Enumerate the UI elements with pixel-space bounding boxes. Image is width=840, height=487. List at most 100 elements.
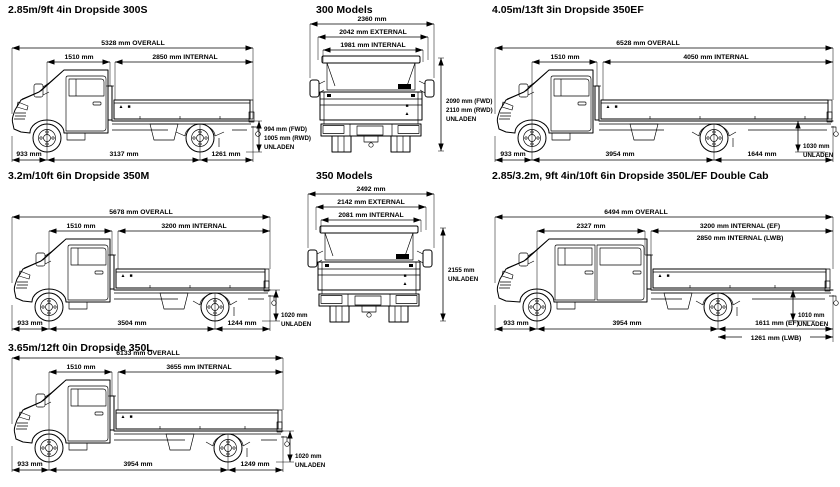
diagram-dropside-350m: 3.2m/10ft 6in Dropside 350M ▲ ■ 5678 m xyxy=(8,170,312,332)
load-height-note-label: UNLADEN xyxy=(264,144,295,151)
truck-side-view: ▲ ■ xyxy=(11,69,261,153)
dim-label-internal: 3200 mm INTERNAL xyxy=(161,223,226,230)
diagram-title: 2.85/3.2m, 9ft 4in/10ft 6in Dropside 350… xyxy=(492,170,769,182)
dimension-load-height: 1030 mm UNLADEN xyxy=(795,121,834,159)
dim-label-cab: 1510 mm xyxy=(66,364,95,371)
dim-label-rear-overhang-ef: 1611 mm (EF) xyxy=(755,320,799,327)
dim-label-front-overhang: 933 mm xyxy=(500,151,525,158)
dim-label-cab: 1510 mm xyxy=(66,223,95,230)
height-label: 2155 mm xyxy=(448,267,475,274)
diagram-350-models-rear: 350 Models 2492 mm 2142 mm EXTERNAL 2081… xyxy=(307,170,479,323)
load-marker-square-icon: ■ xyxy=(129,273,132,279)
load-height-label: 1020 mm xyxy=(295,453,322,460)
dimension-load-height: 994 mm (FWD) 1005 mm (RWD) UNLADEN xyxy=(256,121,311,152)
dimension-cab: 1510 mm xyxy=(49,364,112,375)
dimension-load-height: 1020 mm UNLADEN xyxy=(273,290,312,328)
diagram-title: 4.05m/13ft 3in Dropside 350EF xyxy=(492,4,644,16)
dimension-wheelbase: 3504 mm xyxy=(49,320,215,332)
diagram-title: 3.65m/12ft 0in Dropside 350L xyxy=(8,342,153,354)
extension-lines xyxy=(494,217,834,342)
load-height-note-label: UNLADEN xyxy=(798,321,829,328)
dimension-wheelbase: 3954 mm xyxy=(49,461,228,473)
truck-side-view: ▲ ■ xyxy=(13,238,277,322)
dimension-internal: 3200 mm INTERNAL (EF) 2850 mm INTERNAL (… xyxy=(651,223,833,242)
dimension-internal: 3655 mm INTERNAL xyxy=(118,364,283,375)
dimension-front-overhang: 933 mm xyxy=(495,320,537,332)
dimension-front-overhang: 933 mm xyxy=(12,151,47,163)
dimension-overall: 5678 mm OVERALL xyxy=(12,209,270,220)
dim-label-wheelbase: 3954 mm xyxy=(612,320,641,327)
dimension-overall: 5328 mm OVERALL xyxy=(12,40,253,51)
load-height-note-label: UNLADEN xyxy=(281,321,312,328)
dim-label-overall: 6494 mm OVERALL xyxy=(604,209,667,216)
dim-label-rear-overhang: 1644 mm xyxy=(747,151,776,158)
dim-label-wheelbase: 3954 mm xyxy=(605,151,634,158)
dimension-internal: 3200 mm INTERNAL xyxy=(118,223,270,234)
dim-label-front-overhang: 933 mm xyxy=(17,320,42,327)
dimension-external-width: 2142 mm EXTERNAL xyxy=(316,199,426,210)
dimension-internal-width: 2081 mm INTERNAL xyxy=(321,212,421,223)
dim-label-wheelbase: 3954 mm xyxy=(123,461,152,468)
dimension-cab: 2327 mm xyxy=(537,223,645,234)
truck-rear-view xyxy=(307,225,433,323)
dimension-internal: 4050 mm INTERNAL xyxy=(603,54,833,65)
load-marker-square-icon: ■ xyxy=(614,104,617,110)
dim-label-cab: 1510 mm xyxy=(64,54,93,61)
height-rwd-label: 2110 mm (RWD) xyxy=(446,107,493,114)
dimension-rear-overhang: 1261 mm xyxy=(200,151,253,163)
dim-label-internal: 4050 mm INTERNAL xyxy=(683,54,748,61)
dimension-internal-width: 1981 mm INTERNAL xyxy=(323,42,423,53)
dim-label-overall: 5328 mm OVERALL xyxy=(101,40,164,47)
load-marker-triangle-icon: ▲ xyxy=(119,104,124,110)
dimension-cab: 1510 mm xyxy=(532,54,597,65)
dimension-height: 2155 mm UNLADEN xyxy=(440,228,479,321)
dim-label-internal: 3655 mm INTERNAL xyxy=(166,364,231,371)
diagram-dropside-350ef: 4.05m/13ft 3in Dropside 350EF ▲ ■ 6528 xyxy=(492,4,839,163)
load-marker-triangle-icon: ▲ xyxy=(121,414,126,420)
dim-label-external-width: 2042 mm EXTERNAL xyxy=(339,29,407,36)
truck-side-view: ▲ ■ xyxy=(13,379,290,463)
dim-label-wheelbase: 3137 mm xyxy=(109,151,138,158)
diagram-300-models-rear: 300 Models 2360 mm 2042 mm EXTERNAL 1981… xyxy=(309,4,493,153)
load-marker-square-icon: ■ xyxy=(129,414,132,420)
load-marker-square-icon: ■ xyxy=(127,104,130,110)
dimension-front-overhang: 933 mm xyxy=(12,320,49,332)
load-height-note-label: UNLADEN xyxy=(295,462,326,469)
dimension-load-height: 1020 mm UNLADEN xyxy=(287,431,326,469)
dim-label-internal-width: 1981 mm INTERNAL xyxy=(340,42,405,49)
load-marker-triangle-icon: ▲ xyxy=(121,273,126,279)
load-marker-square-icon: ■ xyxy=(666,273,669,279)
dimension-internal: 2850 mm INTERNAL xyxy=(115,54,253,65)
truck-side-view: ▲ ■ xyxy=(496,238,839,322)
height-note-label: UNLADEN xyxy=(446,116,477,123)
dim-label-overall-width: 2492 mm xyxy=(356,186,385,193)
extension-lines xyxy=(494,48,834,162)
diagram-dropside-300s: 2.85m/9ft 4in Dropside 300S ▲ ■ 5328 m xyxy=(8,4,311,163)
diagram-title: 300 Models xyxy=(316,4,373,16)
dim-label-front-overhang: 933 mm xyxy=(503,320,528,327)
dim-label-internal-width: 2081 mm INTERNAL xyxy=(338,212,403,219)
dim-label-front-overhang: 933 mm xyxy=(17,461,42,468)
dimension-overall: 6528 mm OVERALL xyxy=(495,40,833,51)
dimension-rear-overhang-ef: 1611 mm (EF) xyxy=(718,320,833,332)
height-fwd-label: 2090 mm (FWD) xyxy=(446,98,492,105)
load-height-note-label: UNLADEN xyxy=(803,152,834,159)
dim-label-rear-overhang: 1244 mm xyxy=(227,320,256,327)
load-height-fwd-label: 994 mm (FWD) xyxy=(264,126,307,133)
dim-label-external-width: 2142 mm EXTERNAL xyxy=(337,199,405,206)
height-note-label: UNLADEN xyxy=(448,276,479,283)
diagram-dropside-double-cab: 2.85/3.2m, 9ft 4in/10ft 6in Dropside 350… xyxy=(492,170,839,342)
dimension-cab: 1510 mm xyxy=(49,223,112,234)
diagram-title: 350 Models xyxy=(316,170,373,182)
dim-label-rear-overhang: 1249 mm xyxy=(240,461,269,468)
diagram-title: 2.85m/9ft 4in Dropside 300S xyxy=(8,4,147,16)
dimension-wheelbase: 3954 mm xyxy=(537,320,718,332)
dimension-overall: 6133 mm OVERALL xyxy=(12,350,283,361)
dimension-front-overhang: 933 mm xyxy=(495,151,532,163)
dim-label-internal-ef: 3200 mm INTERNAL (EF) xyxy=(700,223,780,230)
load-height-label: 1030 mm xyxy=(803,143,830,150)
dimension-rear-overhang: 1249 mm xyxy=(228,461,283,473)
load-marker-triangle-icon: ▲ xyxy=(658,273,663,279)
